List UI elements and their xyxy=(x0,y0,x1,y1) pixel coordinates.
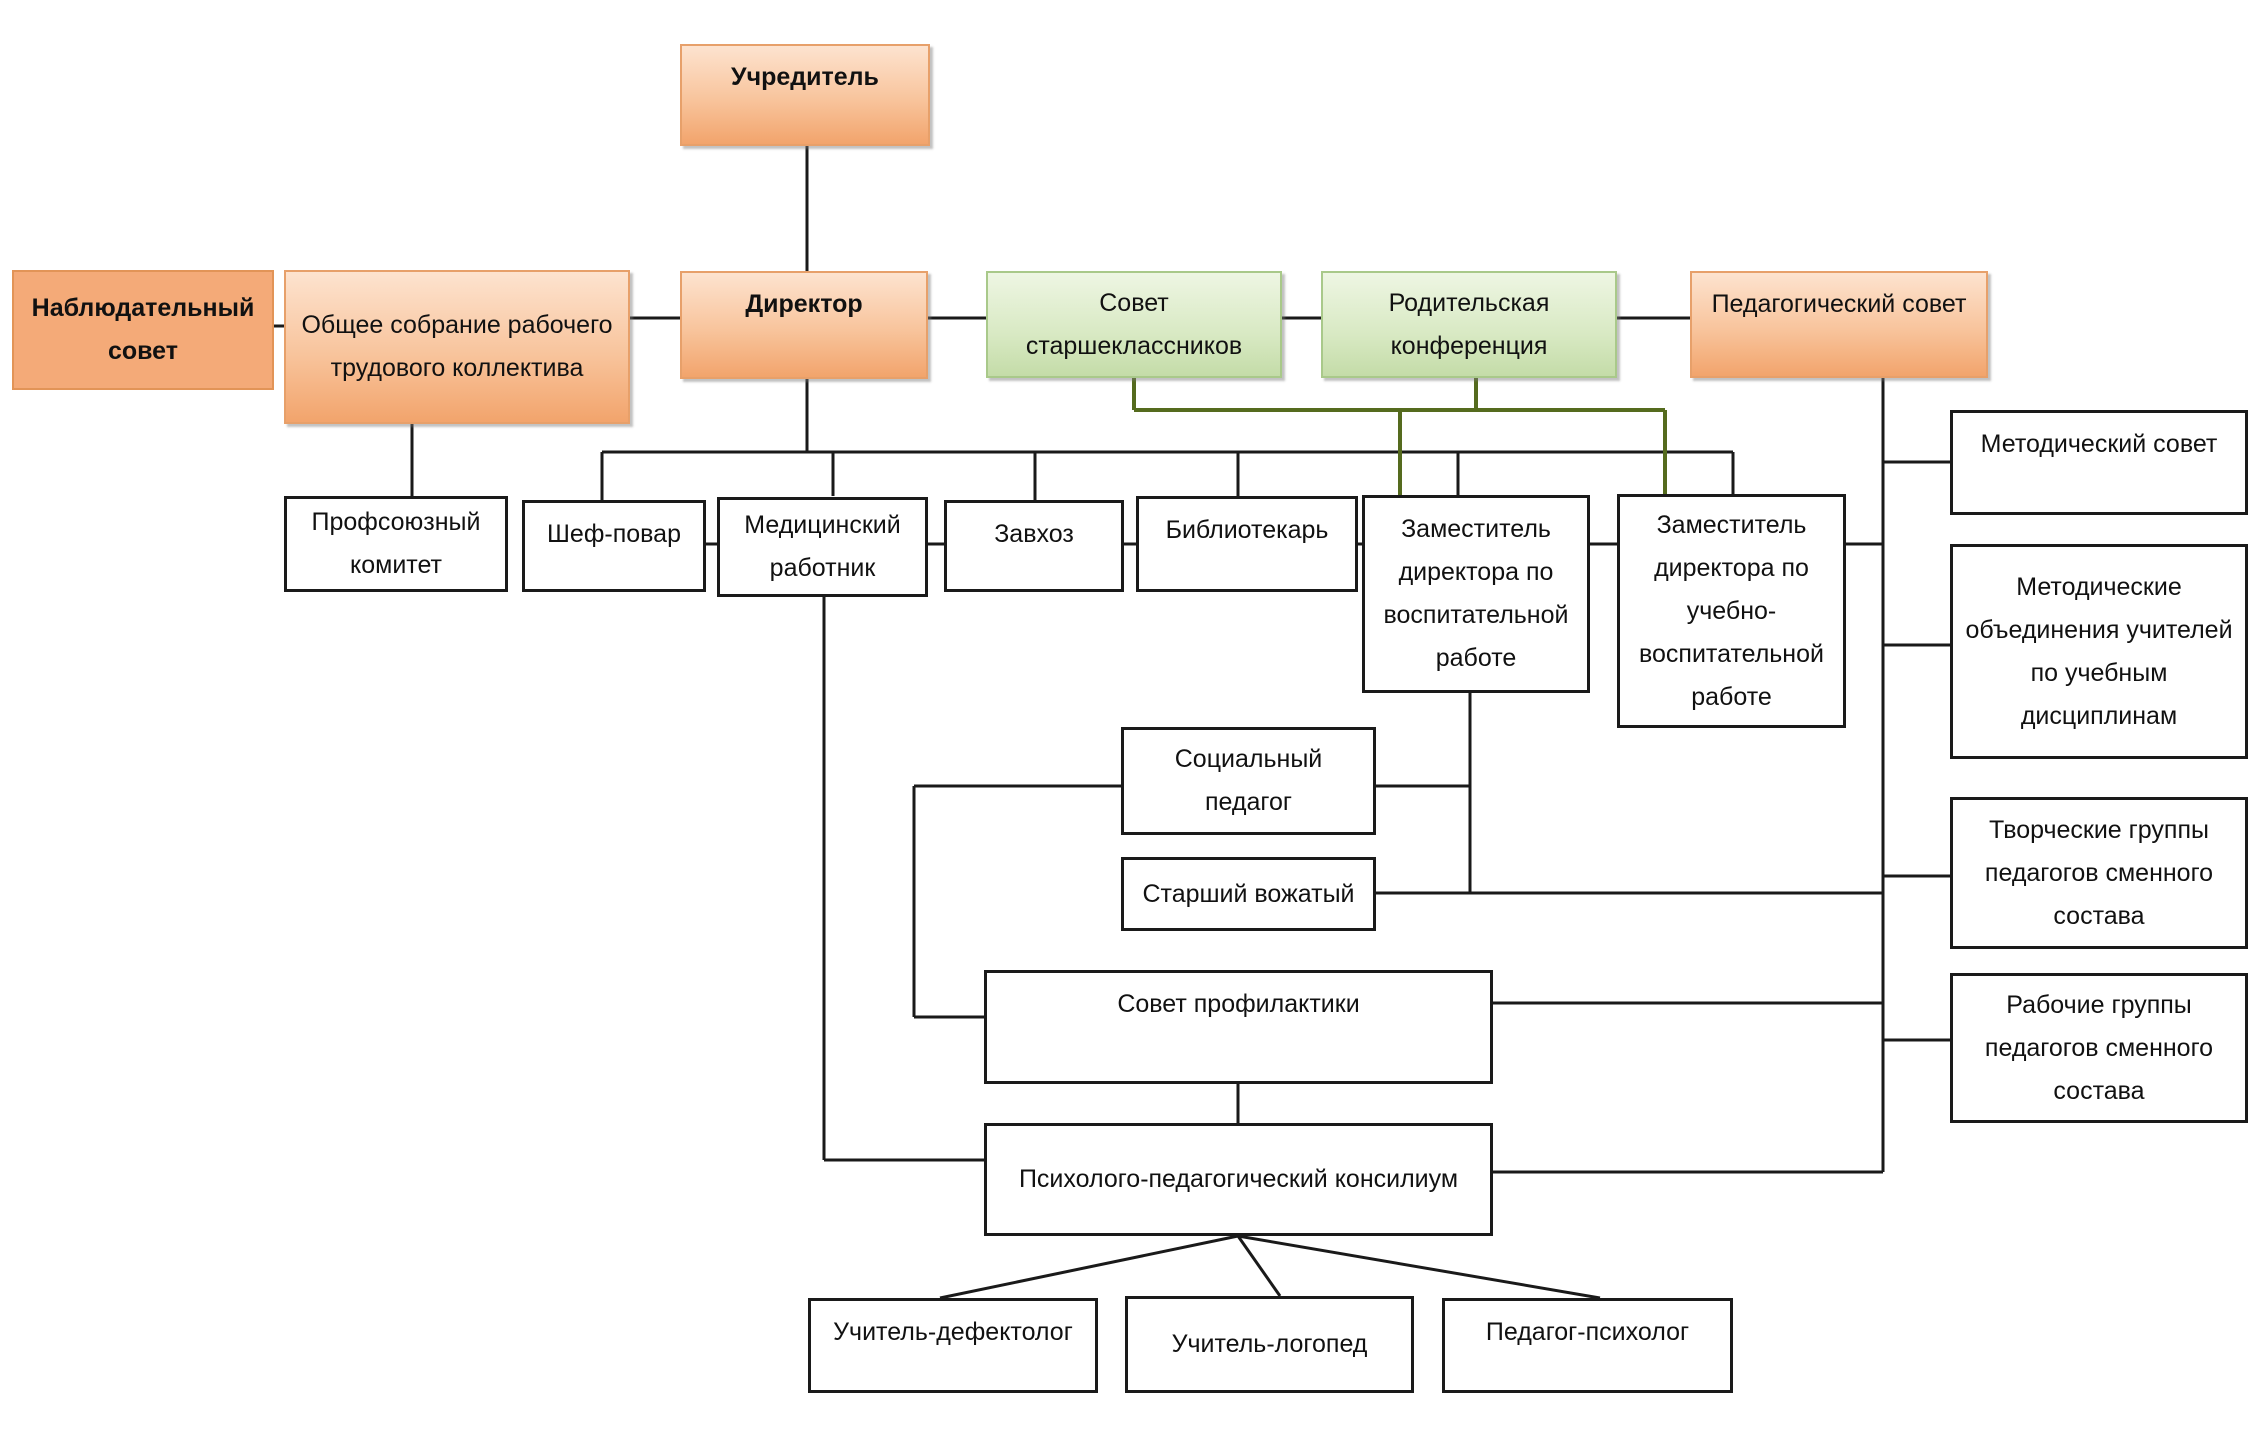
social-teacher-box: Социальный педагог xyxy=(1121,727,1376,835)
prevention-council-box: Совет профилактики xyxy=(984,970,1493,1084)
director-box: Директор xyxy=(680,271,928,379)
psychologist-box: Педагог-психолог xyxy=(1442,1298,1733,1393)
methodical-council-box: Методический совет xyxy=(1950,410,2248,515)
defectologist-box: Учитель-дефектолог xyxy=(808,1298,1098,1393)
general-meeting-box: Общее собрание рабочего трудового коллек… xyxy=(284,270,630,424)
work-groups-box: Рабочие группы педагогов сменного состав… xyxy=(1950,973,2248,1123)
deputy-educational-box: Заместитель директора по воспитательной … xyxy=(1362,495,1590,693)
supervisory-board-box: Наблюдательный совет xyxy=(12,270,274,390)
senior-counselor-box: Старший вожатый xyxy=(1121,857,1376,931)
chef-box: Шеф-повар xyxy=(522,500,706,592)
speech-therapist-box: Учитель-логопед xyxy=(1125,1296,1414,1393)
librarian-box: Библиотекарь xyxy=(1136,496,1358,592)
senior-council-box: Совет старшеклассников xyxy=(986,271,1282,378)
pedagogical-council-box: Педагогический совет xyxy=(1690,271,1988,378)
medic-box: Медицинский работник xyxy=(717,497,928,597)
psych-ped-consilium-box: Психолого-педагогический консилиум xyxy=(984,1123,1493,1236)
founder-box: Учредитель xyxy=(680,44,930,146)
deputy-study-box: Заместитель директора по учебно-воспитат… xyxy=(1617,494,1846,728)
supply-manager-box: Завхоз xyxy=(944,500,1124,592)
creative-groups-box: Творческие группы педагогов сменного сос… xyxy=(1950,797,2248,949)
trade-union-box: Профсоюзный комитет xyxy=(284,496,508,592)
methodical-unions-box: Методические объединения учителей по уче… xyxy=(1950,544,2248,759)
parent-conference-box: Родительская конференция xyxy=(1321,271,1617,378)
